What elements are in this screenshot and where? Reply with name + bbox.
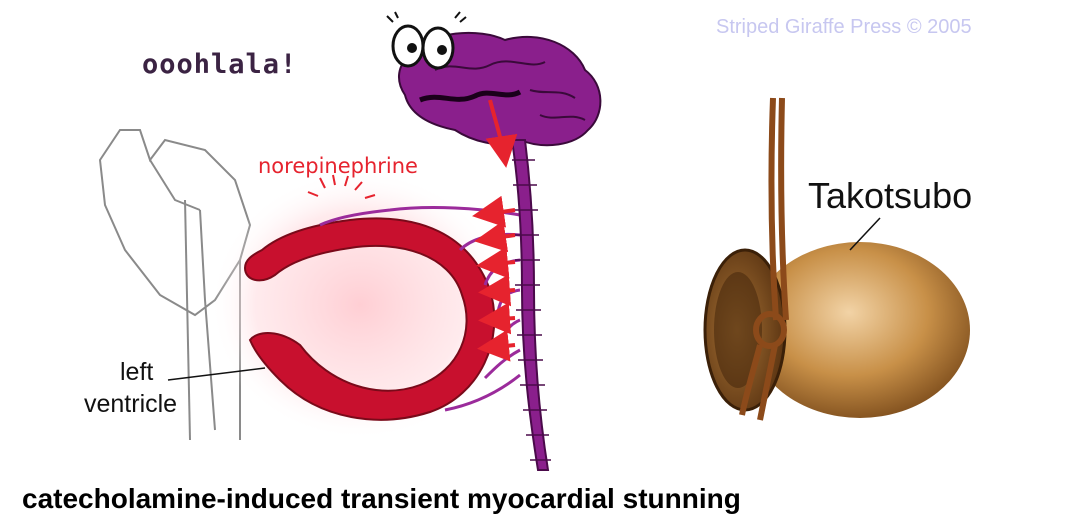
credit-text: Striped Giraffe Press © 2005 xyxy=(716,16,972,38)
chamber-label-line1: left xyxy=(120,358,153,386)
takotsubo-label: Takotsubo xyxy=(808,175,972,216)
norepinephrine-label: norepinephrine xyxy=(258,154,418,178)
chamber-label-line2: ventricle xyxy=(84,390,177,418)
caption-text: catecholamine-induced transient myocardi… xyxy=(22,483,741,514)
spinal-cord-icon xyxy=(512,140,551,470)
exclamation-text: ooohlala! xyxy=(142,49,297,80)
